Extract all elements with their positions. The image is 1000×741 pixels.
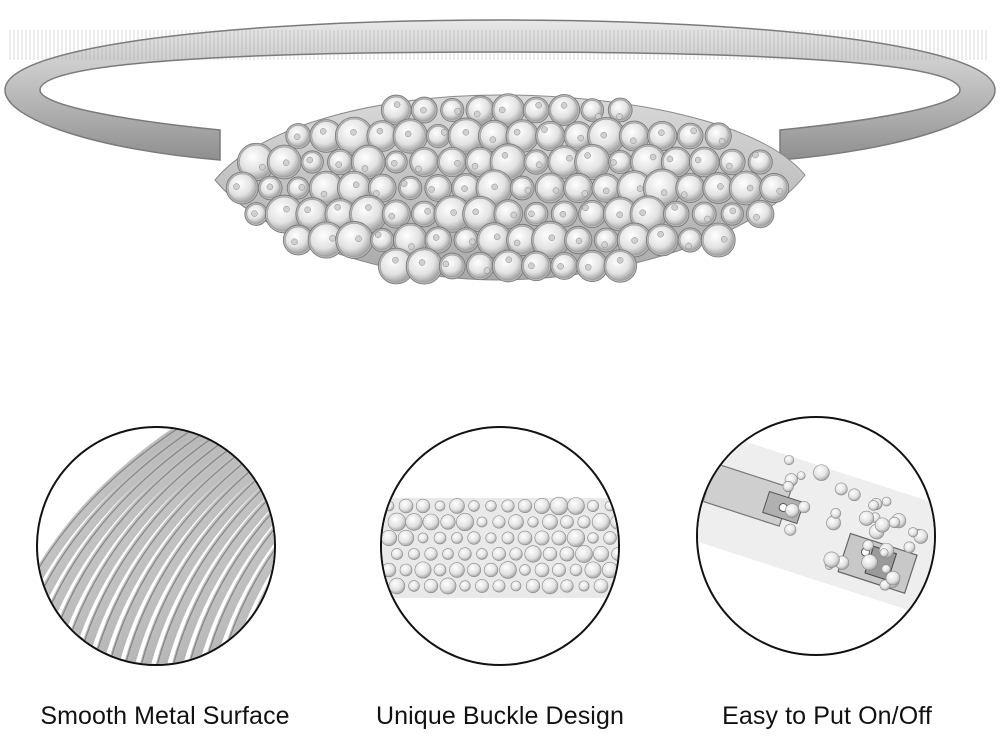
buckle-closeup-image: [382, 496, 618, 598]
clasp-closeup-image: [698, 428, 934, 620]
caption-unique-buckle-design: Unique Buckle Design: [376, 702, 624, 730]
detail-circle-metal-coil: [36, 426, 276, 666]
belt-product-image: [4, 19, 996, 285]
detail-circle-buckle: [380, 426, 620, 666]
caption-easy-on-off: Easy to Put On/Off: [722, 702, 932, 730]
caption-smooth-metal-surface: Smooth Metal Surface: [40, 702, 290, 730]
metal-coil-image: [38, 428, 274, 664]
detail-circle-clasp: [696, 416, 936, 656]
